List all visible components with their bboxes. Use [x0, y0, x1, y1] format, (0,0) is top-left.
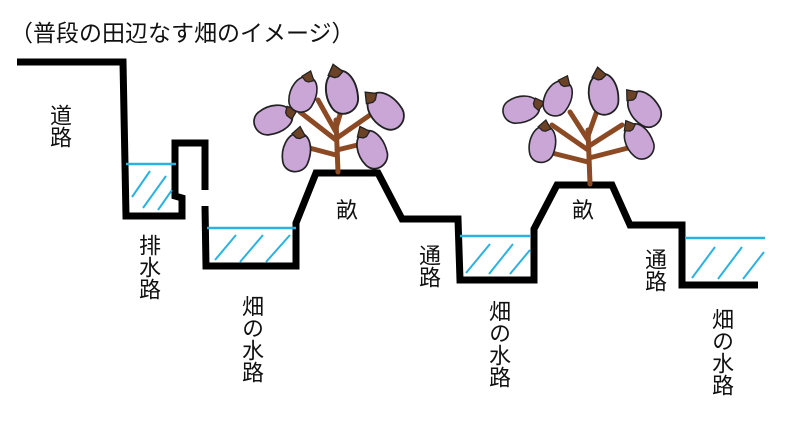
label-ridge-1: 畝 [336, 199, 359, 224]
eggplant-plant-icon [499, 63, 669, 187]
label-ridge-2: 畝 [572, 199, 595, 224]
diagram-title: （普段の田辺なす畑のイメージ） [10, 21, 355, 47]
field-water-3 [685, 236, 765, 280]
field-water-2 [460, 234, 531, 275]
eggplant-plant-icon [249, 59, 412, 175]
label-drain: 排水路 [135, 234, 160, 300]
label-field-water-1: 畑の水路 [238, 295, 263, 383]
field-water-1 [207, 226, 296, 263]
label-passage-2: 通路 [641, 248, 666, 292]
ground-profile-main [201, 169, 758, 289]
drain-water [126, 162, 176, 211]
ground-profile-left [17, 58, 209, 220]
label-field-water-2: 畑の水路 [485, 300, 510, 388]
label-passage-1: 通路 [415, 244, 440, 288]
label-field-water-3: 畑の水路 [708, 308, 733, 396]
label-road: 道路 [46, 104, 71, 148]
